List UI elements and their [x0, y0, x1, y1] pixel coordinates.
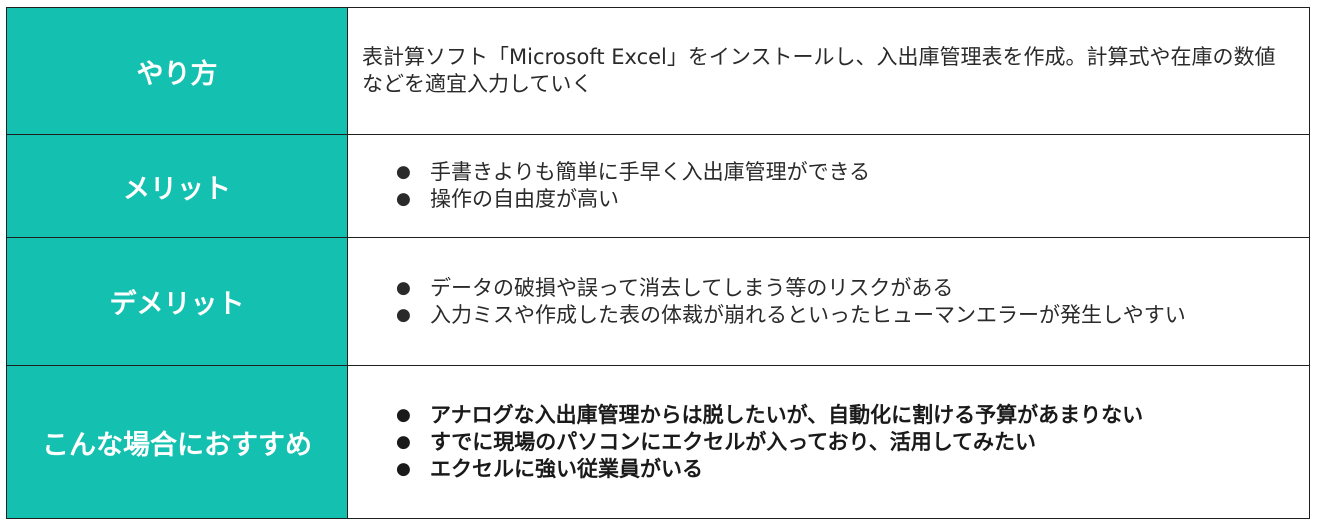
- bullet-icon: ●: [396, 404, 411, 425]
- list-item: ● 操作の自由度が高い: [396, 186, 1279, 213]
- row-label-demerit: デメリット: [6, 237, 348, 366]
- list-item-text: データの破損や誤って消去してしまう等のリスクがある: [430, 275, 954, 300]
- list-item-text: すでに現場のパソコンにエクセルが入っており、活用してみたい: [430, 429, 1037, 454]
- row-content-merit: ● 手書きよりも簡単に手早く入出庫管理ができる ● 操作の自由度が高い: [347, 134, 1310, 238]
- list-item: ● 手書きよりも簡単に手早く入出庫管理ができる: [396, 159, 1279, 186]
- bullet-icon: ●: [396, 277, 411, 298]
- table-row: やり方 表計算ソフト「Microsoft Excel」をインストールし、入出庫管…: [6, 7, 1310, 135]
- table-row: デメリット ● データの破損や誤って消去してしまう等のリスクがある ● 入力ミスや作…: [6, 237, 1310, 366]
- bullet-icon: ●: [396, 189, 411, 209]
- list-item-text: 操作の自由度が高い: [430, 187, 619, 211]
- list-item-text: アナログな入出庫管理からは脱したいが、自動化に割ける予算があまりない: [430, 402, 1144, 427]
- comparison-table: やり方 表計算ソフト「Microsoft Excel」をインストールし、入出庫管…: [6, 7, 1310, 519]
- list-item-text: 手書きよりも簡単に手早く入出庫管理ができる: [430, 160, 871, 184]
- demerit-list: ● データの破損や誤って消去してしまう等のリスクがある ● 入力ミスや作成した表の体…: [348, 275, 1309, 329]
- bullet-icon: ●: [396, 458, 411, 479]
- list-item: ● 入力ミスや作成した表の体裁が崩れるといったヒューマンエラーが発生しやすい: [396, 302, 1279, 329]
- method-description: 表計算ソフト「Microsoft Excel」をインストールし、入出庫管理表を作…: [362, 45, 1276, 96]
- list-item-text: エクセルに強い従業員がいる: [430, 456, 703, 481]
- table-row: メリット ● 手書きよりも簡単に手早く入出庫管理ができる ● 操作の自由度が高い: [6, 134, 1310, 238]
- row-content-demerit: ● データの破損や誤って消去してしまう等のリスクがある ● 入力ミスや作成した表の体…: [347, 237, 1310, 366]
- list-item: ● アナログな入出庫管理からは脱したいが、自動化に割ける予算があまりない: [396, 402, 1279, 429]
- list-item-text: 入力ミスや作成した表の体裁が崩れるといったヒューマンエラーが発生しやすい: [430, 302, 1186, 327]
- bullet-icon: ●: [396, 304, 411, 325]
- row-content-method: 表計算ソフト「Microsoft Excel」をインストールし、入出庫管理表を作…: [347, 7, 1310, 135]
- row-label-method: やり方: [6, 7, 348, 135]
- row-label-recommended: こんな場合におすすめ: [6, 365, 348, 519]
- bullet-icon: ●: [396, 162, 411, 182]
- row-content-recommended: ● アナログな入出庫管理からは脱したいが、自動化に割ける予算があまりない ● すでに…: [347, 365, 1310, 519]
- row-label-merit: メリット: [6, 134, 348, 238]
- bullet-icon: ●: [396, 431, 411, 452]
- table-row: こんな場合におすすめ ● アナログな入出庫管理からは脱したいが、自動化に割ける予算…: [6, 365, 1310, 519]
- recommended-list: ● アナログな入出庫管理からは脱したいが、自動化に割ける予算があまりない ● すでに…: [348, 402, 1309, 483]
- list-item: ● エクセルに強い従業員がいる: [396, 456, 1279, 483]
- merit-list: ● 手書きよりも簡単に手早く入出庫管理ができる ● 操作の自由度が高い: [348, 159, 1309, 213]
- list-item: ● データの破損や誤って消去してしまう等のリスクがある: [396, 275, 1279, 302]
- list-item: ● すでに現場のパソコンにエクセルが入っており、活用してみたい: [396, 429, 1279, 456]
